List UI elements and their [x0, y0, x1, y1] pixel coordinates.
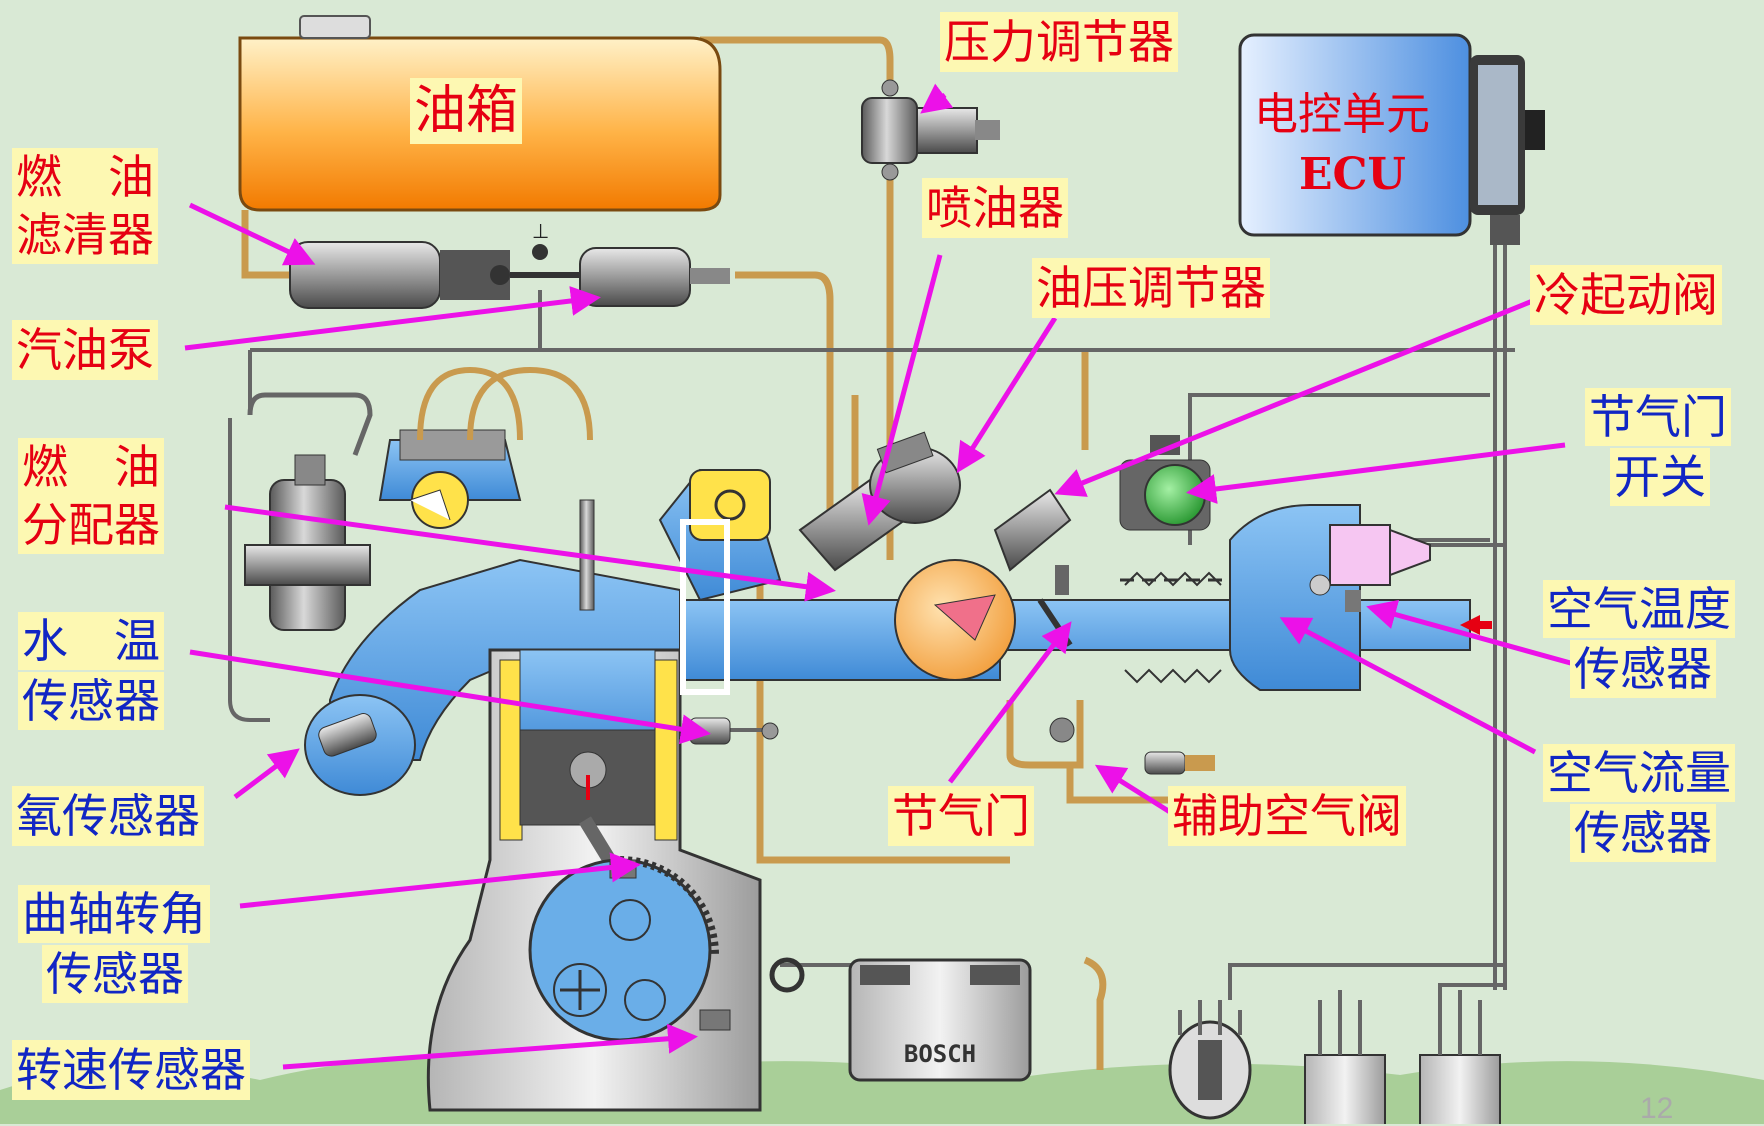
fuel-lines: [241, 36, 1250, 1070]
fuel-filter-label-line2: 滤清器: [12, 206, 158, 264]
aux-air-valve: [1049, 717, 1215, 775]
fuel-filter-label-line1: 燃 油: [12, 148, 158, 206]
water-temp-label-line1: 水 温: [18, 612, 164, 670]
distributor: [378, 366, 593, 529]
air-temp-sensor-unit: [1309, 524, 1492, 635]
leader-arrows: [184, 83, 1586, 1070]
battery-brand: BOSCH: [904, 1040, 976, 1068]
arrow-fuel-distributor: [224, 504, 836, 602]
pressure-regulator: [861, 79, 1000, 181]
exhaust-pipe: [304, 694, 416, 796]
crank-angle-label-line1: 曲轴转角: [18, 885, 210, 943]
fuel-distributor-label-line1: 燃 油: [18, 438, 164, 496]
arrow-air-flow: [1279, 617, 1537, 755]
fuel-filter-unit: ⊥: [289, 219, 580, 309]
battery: BOSCH: [769, 957, 1032, 1082]
arrow-oxygen-sensor: [233, 748, 300, 799]
injector-label: 喷油器: [922, 178, 1068, 238]
oil-pressure-regulator-label: 油压调节器: [1032, 258, 1270, 318]
arrow-fuel-pump: [184, 286, 601, 351]
throttle-switch-label-line1: 节气门: [1585, 388, 1731, 446]
arrow-injector: [861, 254, 943, 526]
crank-angle-label-line2: 传感器: [42, 945, 188, 1003]
page-number: 12: [1640, 1092, 1674, 1125]
oxygen-sensor-label: 氧传感器: [12, 786, 204, 846]
fuel-pump-label: 汽油泵: [12, 320, 158, 380]
arrow-speed-sensor: [282, 1023, 698, 1070]
water-temp-label-line2: 传感器: [18, 672, 164, 730]
ecu-label-line1: 电控单元: [1254, 89, 1430, 140]
pressure-regulator-label: 压力调节器: [940, 12, 1178, 72]
engine-block: [426, 648, 762, 1112]
air-flow-label-line2: 传感器: [1570, 804, 1716, 862]
arrow-throttle-switch: [1186, 442, 1566, 504]
ecu-label-line2: ECU: [1299, 149, 1406, 200]
air-temp-label-line2: 传感器: [1570, 640, 1716, 698]
air-temp-label-line1: 空气温度: [1543, 580, 1735, 638]
svg-text:⊥: ⊥: [532, 219, 549, 243]
arrow-air-temp: [1366, 599, 1586, 670]
throttle-label: 节气门: [888, 786, 1034, 846]
arrow-water-temp: [189, 649, 711, 745]
injector-assembly: [798, 431, 1072, 572]
arrow-cold-start-valve: [1054, 297, 1536, 497]
fuel-distributor-label-line2: 分配器: [18, 496, 164, 554]
aux-air-valve-label: 辅助空气阀: [1168, 786, 1406, 846]
arrow-throttle: [948, 621, 1072, 784]
cold-start-valve-label: 冷起动阀: [1530, 265, 1722, 325]
arrow-fuel-filter: [188, 202, 316, 266]
speed-sensor-label: 转速传感器: [12, 1040, 250, 1100]
ecu-box: [1238, 33, 1545, 245]
arrow-oil-pressure-regulator: [956, 316, 1058, 474]
fuel-pump-unit: [579, 247, 730, 307]
arrow-crank-angle: [239, 852, 641, 909]
highlight-box: [680, 519, 730, 695]
arrow-pressure-regulator: [920, 83, 954, 114]
throttle-switch-label-line2: 开关: [1610, 448, 1710, 506]
air-bellows: [1124, 571, 1222, 684]
air-flow-label-line1: 空气流量: [1543, 744, 1735, 802]
arrow-aux-air-valve: [1094, 764, 1172, 815]
tank-label-box: 油箱: [410, 78, 523, 144]
relay-units: [1168, 990, 1501, 1124]
